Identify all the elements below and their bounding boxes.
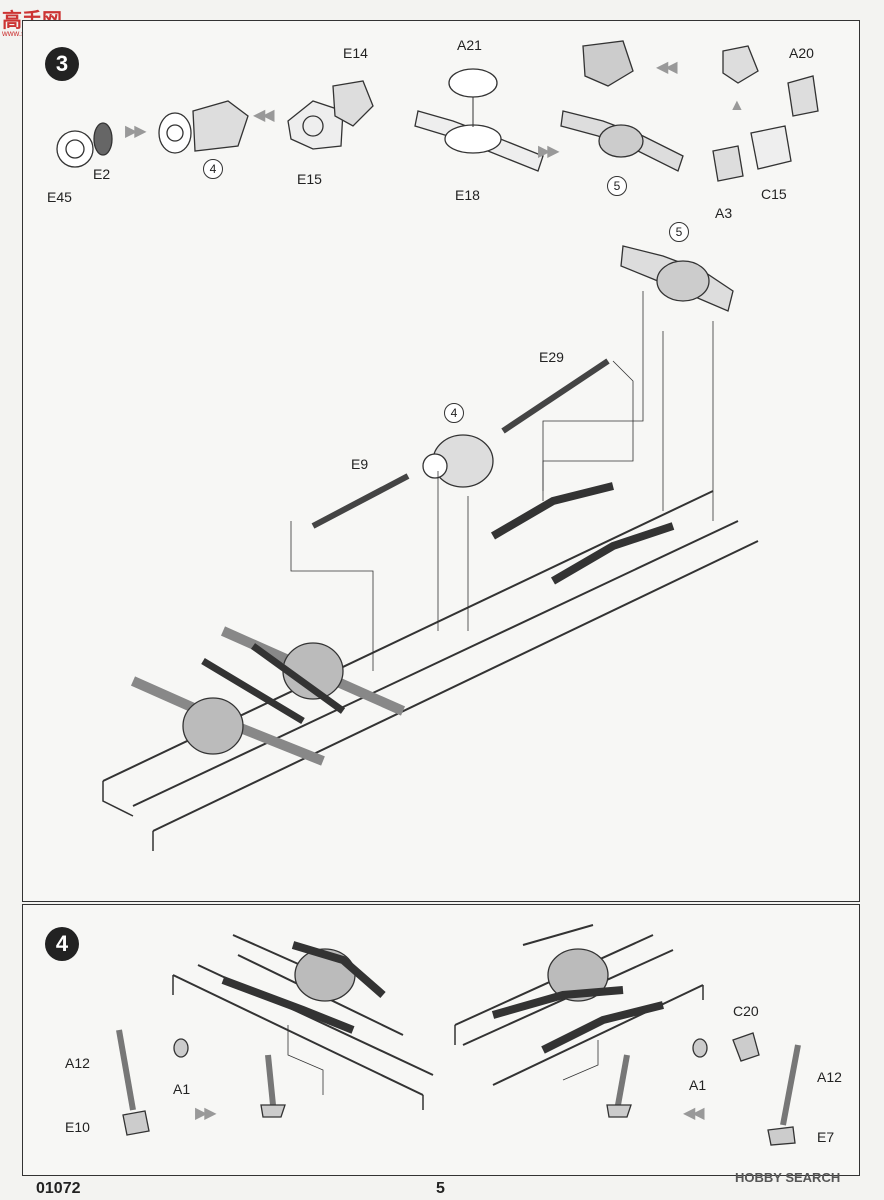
label-e18: E18 xyxy=(455,187,480,203)
subassembly-5-marker: 5 xyxy=(607,176,627,196)
label-c20: C20 xyxy=(733,1003,759,1019)
arrow-right-icon: ▶▶ xyxy=(538,143,560,160)
watermark-hobbysearch: HOBBY SEARCH xyxy=(735,1170,841,1185)
arrow-right-icon: ▶▶ xyxy=(195,1105,217,1122)
label-a1-left: A1 xyxy=(173,1081,191,1097)
label-e15: E15 xyxy=(297,171,322,187)
step-4-panel: 4 xyxy=(22,904,860,1176)
step-3-panel: 3 xyxy=(22,20,860,902)
step-number: 4 xyxy=(45,927,79,961)
subassembly-5-callout: 5 xyxy=(669,222,689,242)
subassembly-4-callout: 4 xyxy=(444,403,464,423)
arrow-left-icon: ◀◀ xyxy=(656,59,678,76)
label-e45: E45 xyxy=(47,189,72,205)
label-a3: A3 xyxy=(715,205,733,221)
arrow-left-icon: ◀◀ xyxy=(253,107,275,124)
label-e10: E10 xyxy=(65,1119,90,1135)
step-number: 3 xyxy=(45,47,79,81)
label-a12-right: A12 xyxy=(817,1069,842,1085)
label-a21: A21 xyxy=(457,37,482,53)
label-e14: E14 xyxy=(343,45,368,61)
step-4-illustration xyxy=(116,924,801,1146)
label-e7: E7 xyxy=(817,1129,835,1145)
label-c15: C15 xyxy=(761,186,787,202)
subassembly-4-marker: 4 xyxy=(203,159,223,179)
label-e9: E9 xyxy=(351,456,369,472)
arrow-left-icon: ◀◀ xyxy=(683,1105,705,1122)
arrow-right-icon: ▶▶ xyxy=(125,123,147,140)
label-a20: A20 xyxy=(789,45,814,61)
label-a12-left: A12 xyxy=(65,1055,90,1071)
page-number: 5 xyxy=(436,1180,445,1197)
label-e2: E2 xyxy=(93,166,111,182)
label-a1-right: A1 xyxy=(689,1077,707,1093)
arrow-up-icon: ▲ xyxy=(729,97,745,114)
step-3-illustration xyxy=(56,40,819,851)
product-code: 01072 xyxy=(36,1180,81,1197)
label-e29: E29 xyxy=(539,349,564,365)
